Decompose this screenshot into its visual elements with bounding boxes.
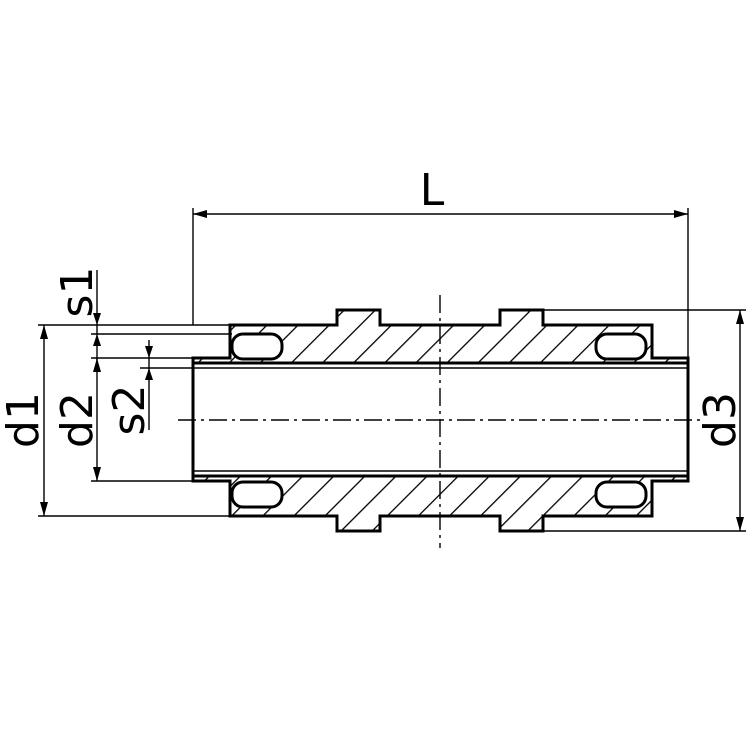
dimension-label-d3: d3: [695, 392, 746, 448]
upper-right-oring-groove: [594, 332, 648, 361]
dimension-s2: s2: [104, 340, 193, 435]
dimension-label-s1: s1: [52, 267, 103, 318]
dimension-label-d2: d2: [52, 392, 103, 448]
lower-right-oring-groove: [594, 480, 648, 509]
dimension-label-s2: s2: [104, 385, 155, 436]
dimension-label-d1: d1: [0, 392, 49, 448]
dimension-label-l: L: [420, 165, 445, 216]
dimension-s1: s1: [52, 267, 232, 360]
dimension-d3: d3: [543, 309, 746, 532]
lower-wall-hatched-body: [191, 474, 690, 533]
lower-wall-section: [191, 474, 690, 533]
dimension-d2: d2: [52, 357, 193, 482]
lower-left-oring-groove: [230, 480, 284, 509]
dimension-l: L: [192, 165, 689, 358]
upper-left-oring-groove: [230, 332, 284, 361]
dimension-d1: d1: [0, 324, 230, 517]
